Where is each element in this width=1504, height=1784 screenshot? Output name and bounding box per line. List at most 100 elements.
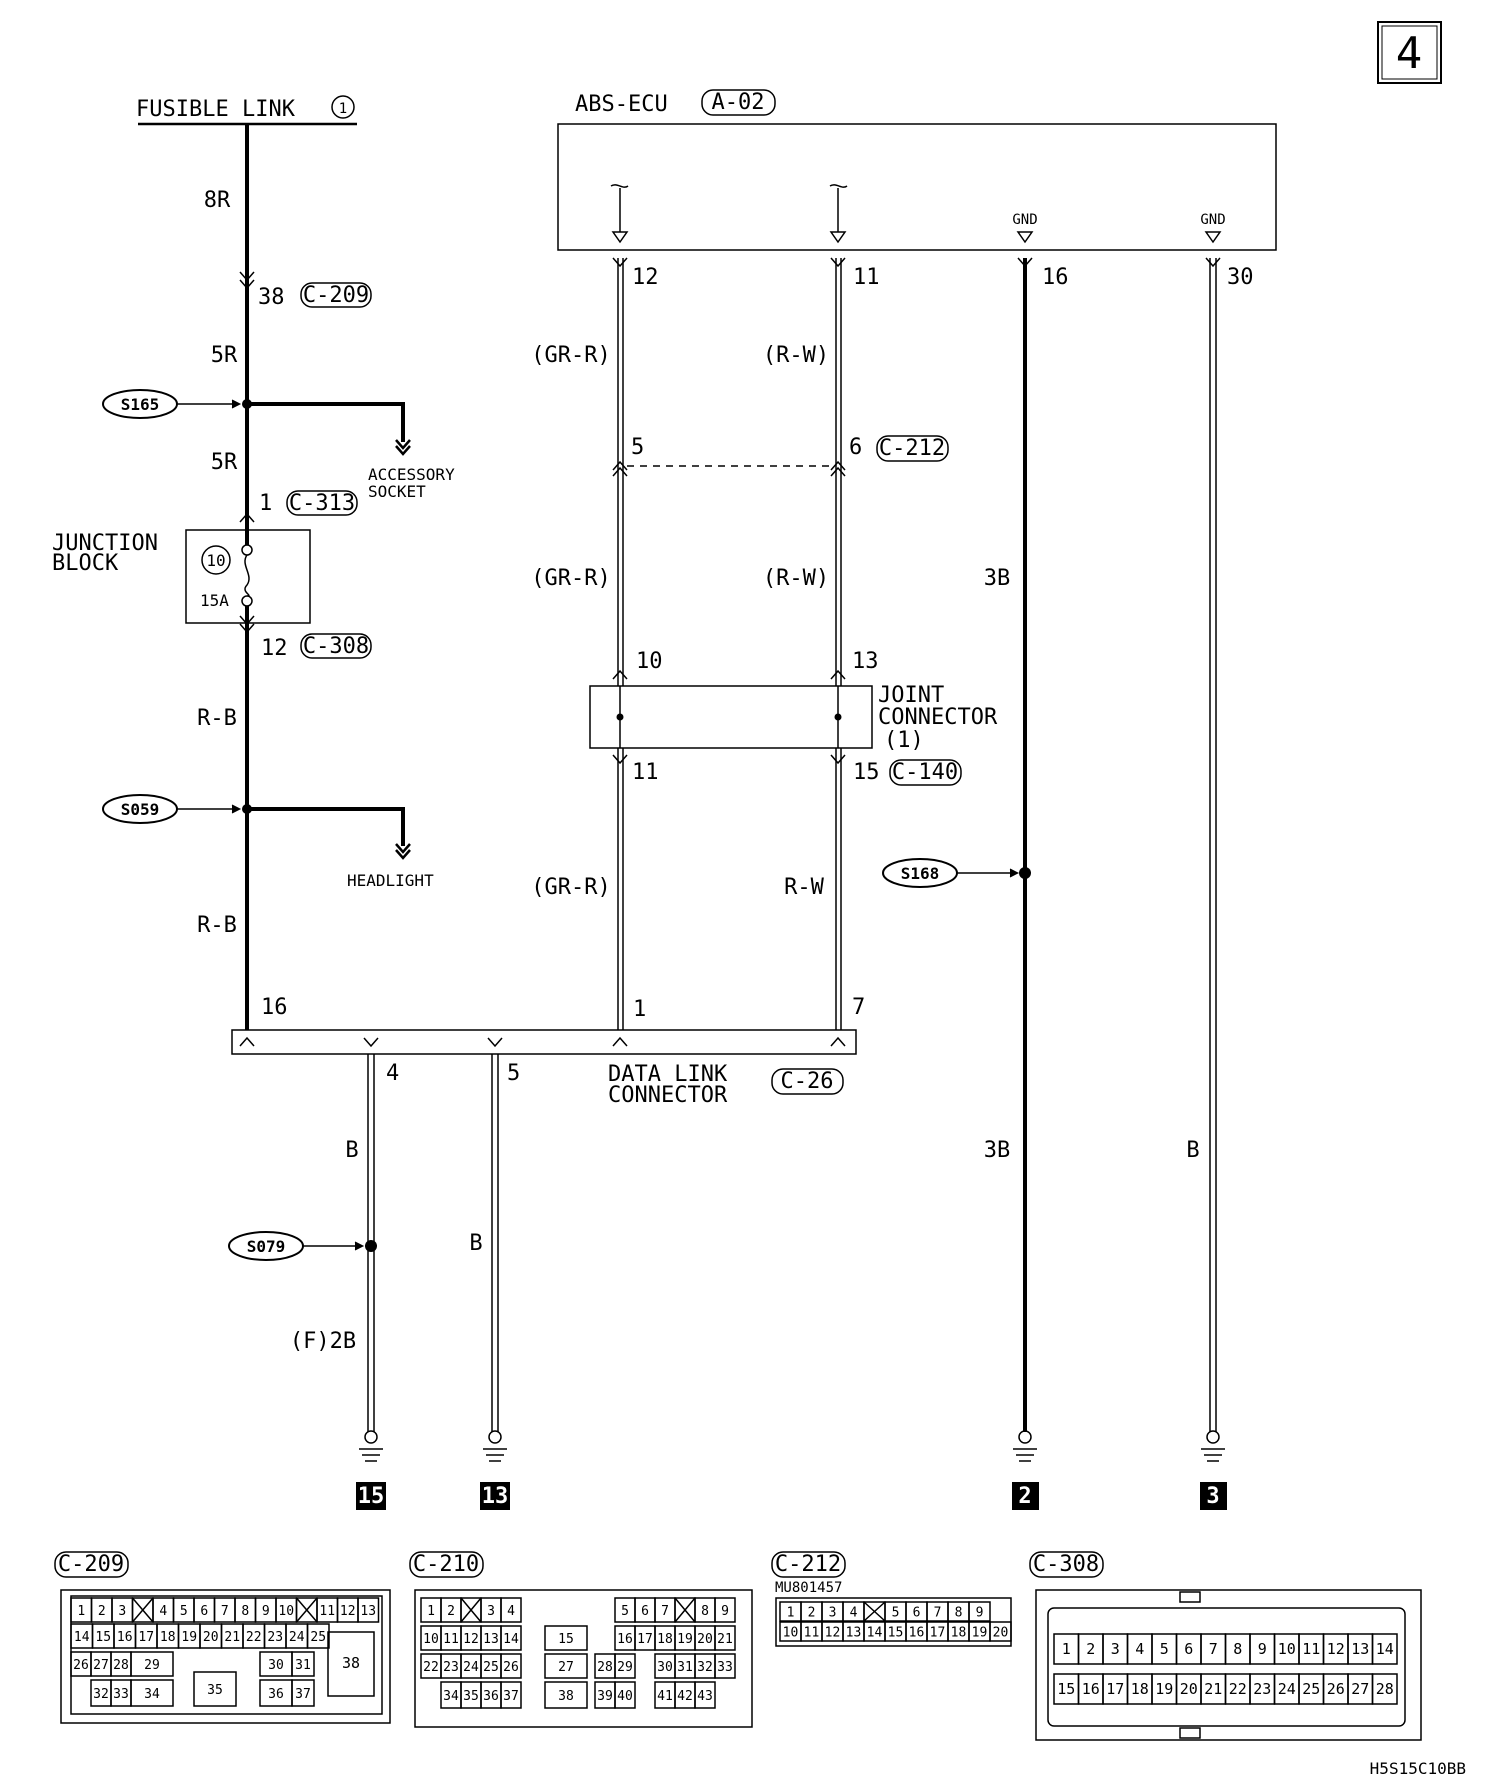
pin-cell [357,1597,380,1623]
page-number: 4 [1396,28,1423,79]
jc-pin-13-symbol [830,669,846,680]
pin-number: 19 [972,1626,988,1641]
fuse-terminal-bottom [241,595,253,607]
pin-cell [1371,1633,1398,1665]
joint-connector-label-1: JOINT [878,683,944,708]
fuse-number-circle [201,545,231,575]
data-link-connector-label-1: DATA LINK [608,1062,728,1087]
ecu-gnd-label-30: GND [1200,212,1225,228]
c308-view-tag [1029,1551,1104,1578]
wire-accessory-branch [247,402,405,442]
pin-cell [714,1653,736,1679]
pin-number: 14 [867,1626,883,1641]
pin-number: 1 [77,1604,85,1619]
pin-number: 34 [443,1689,459,1704]
pin-number: 9 [976,1606,984,1621]
dlc-pin-1-symbol [612,1036,628,1047]
pin-unused-mark [295,1597,318,1623]
c209-view-title: C-209 [58,1552,124,1577]
pin-number: 37 [503,1689,519,1704]
fuse-rating: 15A [200,591,229,610]
headlight-branch-arrow [395,843,411,860]
pin-number: 26 [503,1660,519,1675]
pin-cell [714,1625,736,1651]
joint-connector-label-3: (1) [884,728,924,753]
c308-view-title: C-308 [1033,1552,1099,1577]
pin-number: 11 [319,1604,335,1619]
figure-code: H5S15C10BB [1370,1759,1466,1778]
pin-number: 15 [1057,1680,1075,1698]
pin-number: 23 [443,1660,459,1675]
c212-pin-5-symbol [612,460,628,477]
pin-number: 34 [144,1687,160,1702]
pin-number: 18 [1131,1680,1149,1698]
wire-5r-label-a: 5R [211,343,238,368]
pin-number: 6 [200,1604,208,1619]
ground-15-terminal [364,1430,378,1444]
wire-headlight-branch [247,807,405,846]
abs-ecu-box [557,123,1277,251]
pin-number: 11 [804,1626,820,1641]
pin-number: 40 [617,1689,633,1704]
fuse-terminal-top [241,544,253,556]
pin-number: 24 [463,1660,479,1675]
pin-number: 30 [268,1658,284,1673]
c308-view-inner [1047,1607,1406,1727]
ground-3-number: 3 [1206,1484,1219,1509]
pin-number: 5 [621,1604,629,1619]
c308-tag [300,633,372,659]
wire-3b-label-a: 3B [984,566,1011,591]
dlc-pin-16-symbol [239,1036,255,1047]
pin-number: 14 [503,1632,519,1647]
dlc-pin-7-symbol [830,1036,846,1047]
ground-2-terminal [1018,1430,1032,1444]
connector-c308-symbol [239,615,255,634]
connector-c313-symbol [239,512,255,523]
c212-code: C-212 [879,436,945,461]
pin-number: 27 [93,1658,109,1673]
splice-s079-arrowhead [354,1241,365,1251]
c313-code: C-313 [289,491,355,516]
c209-code: C-209 [303,283,369,308]
splice-s079-code: S079 [247,1237,286,1256]
c308-pin: 12 [261,636,288,661]
pin-number: 25 [1302,1680,1320,1698]
pin-number: 23 [267,1630,283,1645]
ground-2-number: 2 [1018,1484,1031,1509]
jc-pin-11: 11 [632,760,659,785]
jc-pin-11-symbol [612,754,628,765]
wire-rb-label-a: R-B [197,706,237,731]
pin-number: 36 [483,1689,499,1704]
data-link-connector-label-2: CONNECTOR [608,1083,728,1108]
jc-node-rw [834,713,842,721]
pin-number: 4 [507,1604,515,1619]
ground-3-terminal [1206,1430,1220,1444]
c140-code: C-140 [892,760,958,785]
ecu-pin-16-connector [1017,257,1033,268]
fuse-symbol [244,554,250,597]
c308-code: C-308 [303,634,369,659]
pin-number: 27 [558,1660,574,1675]
pin-number: 20 [203,1630,219,1645]
pin-cell [1371,1673,1398,1705]
pin-cell [130,1651,174,1677]
ecu-gnd-label-16: GND [1012,212,1037,228]
pin-number: 27 [1351,1680,1369,1698]
pin-number: 2 [447,1604,455,1619]
ecu-terminal-12 [611,231,629,244]
ecu-pin-11: 11 [853,265,880,290]
ground-15: 15 [356,1430,386,1510]
pin-number: 13 [1351,1640,1369,1658]
pin-cell [500,1681,522,1709]
fusible-link-label: FUSIBLE LINK [136,97,296,122]
pin-number: 21 [224,1630,240,1645]
wire-rw-label-a: (R-W) [763,343,829,368]
pin-number: 25 [483,1660,499,1675]
splice-s168-arrowhead [1009,868,1020,878]
pin-number: 7 [661,1604,669,1619]
pin-number: 29 [144,1658,160,1673]
ground-13-number: 13 [482,1484,509,1509]
